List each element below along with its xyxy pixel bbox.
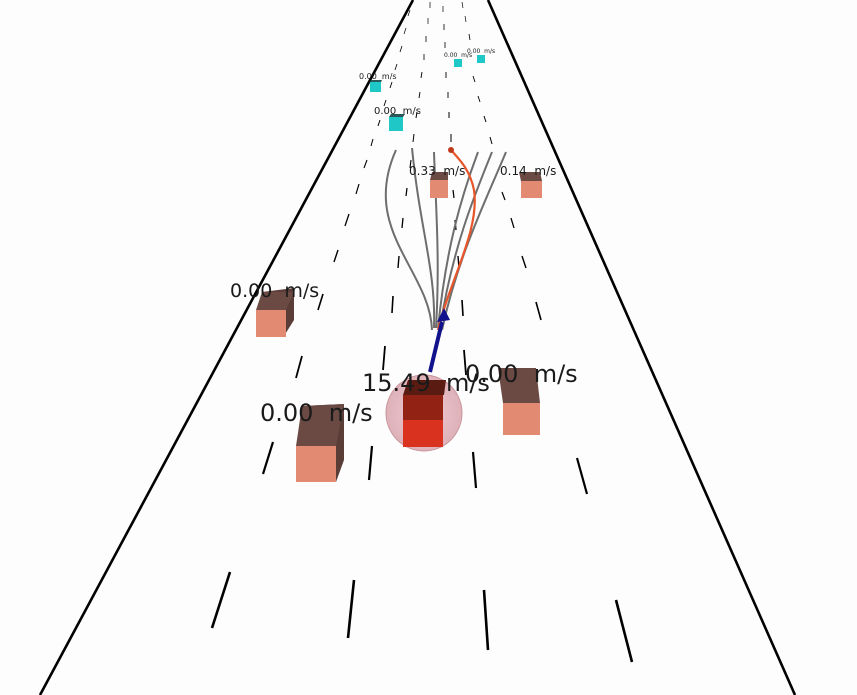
lane-dash bbox=[370, 138, 374, 147]
lane-dash bbox=[383, 99, 387, 107]
vehicle-ahead-right[interactable] bbox=[519, 172, 542, 198]
road-left-edge bbox=[38, 0, 415, 695]
lane-dash bbox=[405, 187, 408, 197]
speed-labels: 15.49 m/s 0.00 m/s 0.00 m/s 0.00 m/s 0.3… bbox=[230, 48, 578, 427]
lane-dash bbox=[420, 71, 423, 79]
lane-dash bbox=[389, 81, 393, 89]
lane-dash bbox=[407, 9, 411, 17]
lane-dash bbox=[382, 345, 386, 371]
lane-dash bbox=[418, 91, 421, 99]
vehicle-far-3[interactable] bbox=[454, 59, 462, 67]
lane-dash bbox=[367, 445, 374, 481]
lane-dash bbox=[501, 191, 506, 201]
far-vehicles bbox=[370, 55, 485, 131]
candidate-trajectories bbox=[384, 147, 507, 331]
vehicle-near-right-speed: 0.00 m/s bbox=[465, 360, 578, 388]
lane-dash bbox=[403, 27, 407, 35]
lane-dash bbox=[463, 349, 467, 376]
vehicle-far-4[interactable] bbox=[477, 55, 485, 63]
lane-dash bbox=[333, 249, 339, 263]
candidate-path bbox=[439, 151, 493, 329]
lane-dash bbox=[344, 213, 350, 227]
lane-dash bbox=[489, 136, 493, 145]
vehicle-far-2[interactable] bbox=[370, 80, 382, 92]
lane-dash bbox=[614, 599, 634, 663]
lane-dash bbox=[483, 115, 487, 123]
obstacle-vehicles bbox=[256, 172, 542, 482]
lane-dash bbox=[464, 15, 467, 23]
lane-dash bbox=[409, 159, 412, 169]
lane-dash bbox=[472, 75, 476, 83]
vehicle-mid-left-speed: 0.00 m/s bbox=[230, 280, 319, 302]
trajectory-goal-point bbox=[448, 147, 454, 153]
lane-dash bbox=[535, 301, 542, 321]
candidate-path bbox=[384, 149, 433, 331]
lane-dash bbox=[482, 589, 490, 651]
vehicle-ahead-center[interactable] bbox=[430, 172, 448, 198]
lane-dash bbox=[521, 255, 527, 269]
vehicle-near-left-speed: 0.00 m/s bbox=[260, 399, 373, 427]
lane-dash bbox=[510, 217, 515, 229]
vehicle-mid-left[interactable] bbox=[256, 288, 294, 337]
ego-heading-arrow bbox=[428, 308, 450, 373]
vehicle-far-3-speed: 0.00 m/s bbox=[444, 52, 472, 59]
lane-dash bbox=[477, 95, 481, 103]
lane-dash bbox=[355, 183, 360, 195]
lane-dash bbox=[452, 189, 455, 199]
vehicle-near-left[interactable] bbox=[296, 404, 344, 482]
ego-vehicle[interactable] bbox=[385, 374, 463, 452]
road-right-edge bbox=[486, 0, 797, 695]
road bbox=[38, 0, 797, 695]
lane-dash bbox=[377, 119, 381, 127]
lane-dash bbox=[461, 299, 464, 317]
lane-dash bbox=[394, 63, 398, 71]
lane-dash bbox=[401, 217, 404, 229]
vehicle-ahead-right-speed: 0.14 m/s bbox=[500, 164, 556, 178]
lane-dash bbox=[412, 133, 415, 143]
lane-dash bbox=[346, 579, 356, 639]
lane-dash bbox=[295, 355, 303, 379]
planned-trajectory bbox=[436, 149, 476, 331]
vehicle-far-2-speed: 0.00 m/s bbox=[359, 72, 397, 81]
lane-dash bbox=[363, 159, 368, 169]
lane-dash bbox=[210, 571, 232, 629]
lane-dash bbox=[317, 293, 324, 311]
lane-dash bbox=[399, 45, 403, 53]
vehicle-far-4-speed: 0.00 m/s bbox=[467, 48, 495, 55]
lane-dash bbox=[468, 33, 471, 41]
candidate-path bbox=[441, 151, 507, 331]
candidate-path bbox=[411, 147, 436, 329]
lane-dash bbox=[575, 457, 589, 495]
lane-dash bbox=[461, 1, 464, 9]
vehicle-far-1-speed: 0.00 m/s bbox=[374, 106, 421, 117]
lane-dash bbox=[415, 111, 418, 119]
candidate-path bbox=[437, 151, 479, 329]
lane-dash bbox=[391, 295, 394, 314]
lane-dash bbox=[471, 451, 478, 489]
lane-dash bbox=[261, 441, 275, 475]
vehicle-ahead-center-speed: 0.33 m/s bbox=[409, 164, 465, 178]
vehicle-far-1[interactable] bbox=[389, 114, 405, 131]
vehicle-near-right[interactable] bbox=[498, 368, 540, 435]
lane-dash bbox=[397, 255, 400, 269]
ego-speed-label: 15.49 m/s bbox=[362, 369, 490, 397]
